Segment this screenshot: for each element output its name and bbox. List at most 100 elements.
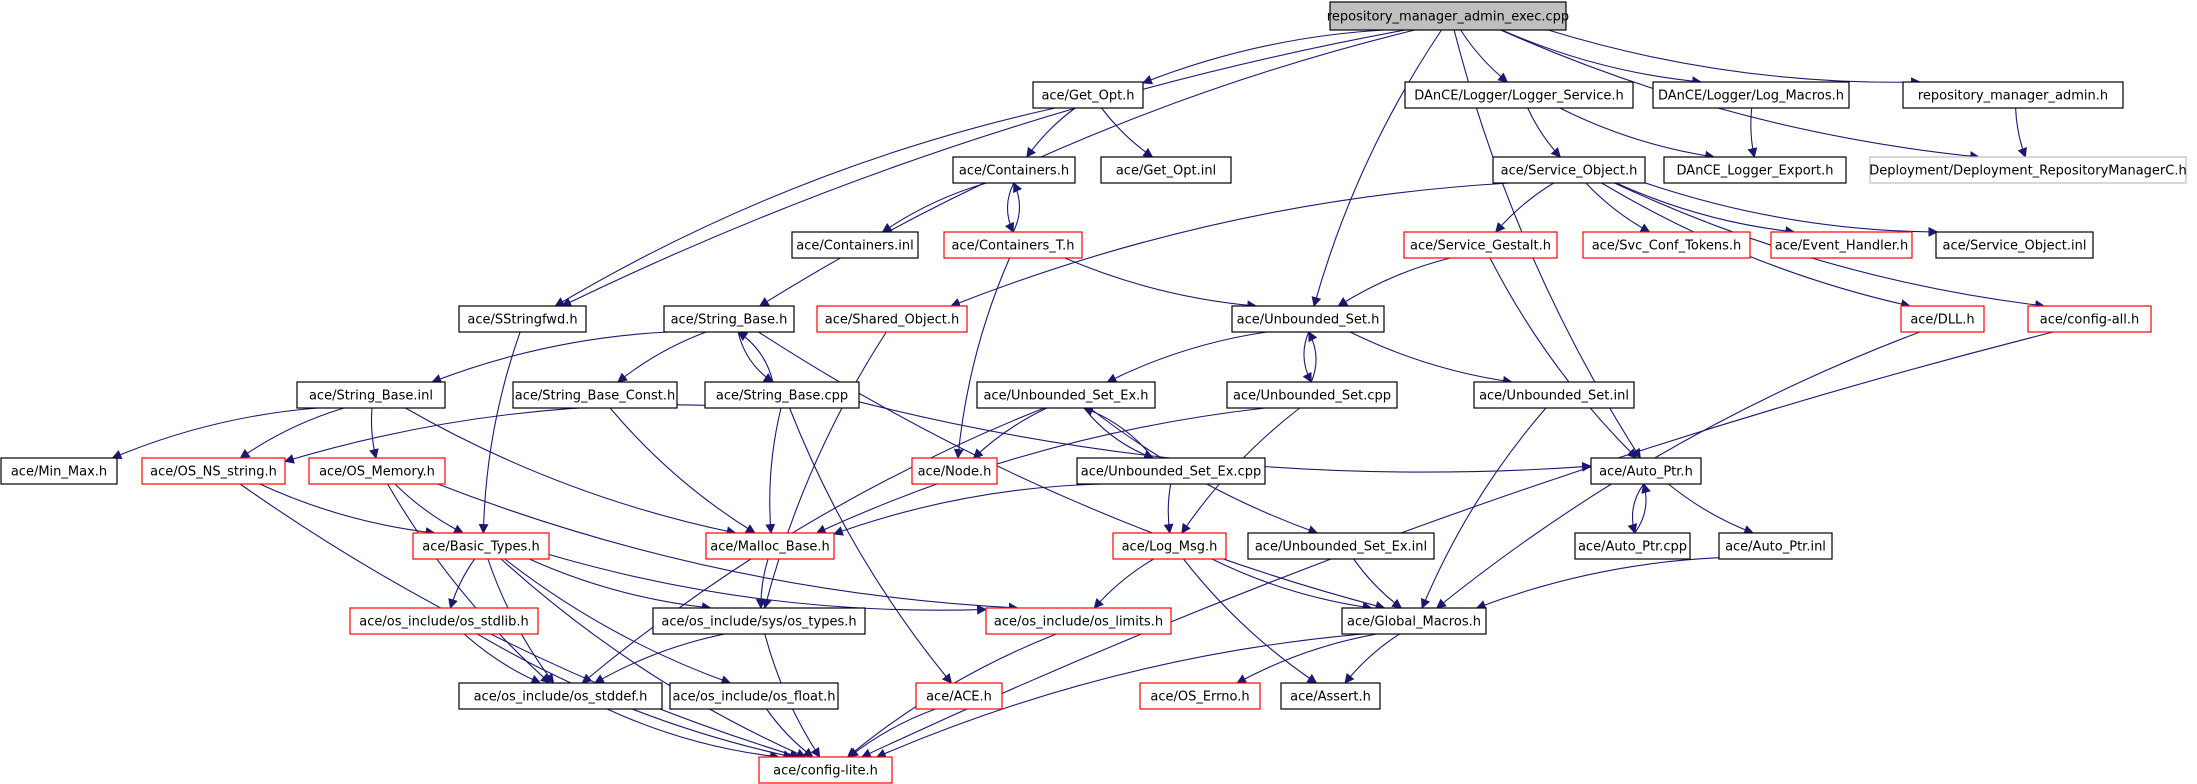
graph-node[interactable]: ace/Unbounded_Set_Ex.cpp [1076, 457, 1266, 485]
edge-n17-to-n23 [617, 331, 707, 383]
graph-node[interactable]: repository_manager_admin_exec.cpp [1327, 1, 1569, 31]
graph-node[interactable]: ace/Unbounded_Set.cpp [1226, 381, 1398, 409]
graph-node[interactable]: ace/Svc_Conf_Tokens.h [1582, 231, 1751, 259]
graph-node[interactable]: ace/Shared_Object.h [816, 305, 968, 333]
edge-n19-to-n25 [1106, 331, 1267, 383]
graph-node[interactable]: ace/Get_Opt.h [1032, 81, 1144, 109]
node-box [1869, 156, 2187, 184]
node-label: repository_manager_admin_exec.cpp [1327, 10, 1569, 25]
graph-node[interactable]: ace/OS_NS_string.h [141, 457, 286, 485]
graph-node[interactable]: ace/Malloc_Base.h [705, 532, 835, 560]
node-box [1404, 81, 1634, 109]
graph-node[interactable]: repository_manager_admin.h [1902, 81, 2124, 109]
graph-node[interactable]: ace/ACE.h [915, 682, 1003, 710]
node-box [1329, 1, 1567, 31]
node-label: ace/os_include/sys/os_types.h [661, 615, 856, 630]
graph-node[interactable]: ace/OS_Errno.h [1139, 682, 1261, 710]
graph-node[interactable]: ace/DLL.h [1900, 305, 1985, 333]
graph-node[interactable]: Deployment/Deployment_RepositoryManagerC… [1869, 156, 2187, 184]
node-label: DAnCE/Logger/Log_Macros.h [1658, 89, 1844, 104]
node-label: ace/Auto_Ptr.h [1599, 465, 1693, 480]
graph-node[interactable]: ace/Containers.h [952, 156, 1076, 184]
graph-node[interactable]: ace/os_include/os_stddef.h [458, 682, 663, 710]
node-label: ace/Event_Handler.h [1775, 239, 1909, 254]
graph-node[interactable]: ace/os_include/os_stdlib.h [349, 607, 539, 635]
node-box [704, 381, 860, 409]
node-label: ace/Auto_Ptr.cpp [1578, 540, 1687, 555]
graph-node[interactable]: ace/Auto_Ptr.h [1590, 457, 1702, 485]
graph-node[interactable]: ace/OS_Memory.h [308, 457, 446, 485]
node-label: ace/config-lite.h [773, 764, 878, 779]
graph-node[interactable]: ace/Get_Opt.inl [1100, 156, 1232, 184]
node-box [412, 532, 550, 560]
edge-n7-to-n14 [1615, 182, 1796, 236]
graph-node[interactable]: ace/Service_Gestalt.h [1403, 231, 1558, 259]
edge-n33-to-n39 [1668, 483, 1755, 535]
graph-node[interactable]: DAnCE/Logger/Logger_Service.h [1404, 81, 1634, 109]
node-box [1770, 231, 1913, 259]
graph-node[interactable]: ace/Unbounded_Set_Ex.h [976, 381, 1156, 409]
graph-node[interactable]: ace/Event_Handler.h [1770, 231, 1913, 259]
graph-node[interactable]: ace/Service_Object.inl [1935, 231, 2094, 259]
graph-node[interactable]: ace/Containers.inl [791, 231, 919, 259]
edge-n39-to-n43 [1475, 557, 1720, 610]
node-label: ace/Svc_Conf_Tokens.h [1592, 239, 1742, 254]
edge-n7-to-n12 [1495, 182, 1554, 233]
graph-node[interactable]: ace/Min_Max.h [0, 457, 118, 485]
graph-node[interactable]: ace/Unbounded_Set.inl [1473, 381, 1635, 409]
graph-node[interactable]: DAnCE_Logger_Export.h [1663, 156, 1847, 184]
graph-node[interactable]: ace/String_Base.cpp [704, 381, 860, 409]
node-box [1582, 231, 1751, 259]
graph-node[interactable]: ace/os_include/os_limits.h [985, 607, 1172, 635]
node-box [1473, 381, 1635, 409]
node-box [669, 682, 839, 710]
edge-n32-to-n35 [833, 483, 1102, 536]
node-label: ace/OS_Errno.h [1150, 690, 1249, 705]
graph-node[interactable]: ace/Unbounded_Set.h [1231, 305, 1385, 333]
node-label: ace/Service_Object.h [1501, 164, 1638, 179]
graph-node[interactable]: ace/Unbounded_Set_Ex.inl [1247, 532, 1435, 560]
node-box [1574, 532, 1691, 560]
edge-n30-to-n42 [437, 483, 1019, 613]
edge-n34-to-n45 [504, 558, 732, 685]
edge-n24-to-n46 [789, 407, 953, 684]
node-label: ace/Global_Macros.h [1347, 615, 1481, 630]
edge-n36-to-n48 [1183, 558, 1318, 684]
graph-node[interactable]: DAnCE/Logger/Log_Macros.h [1652, 81, 1850, 109]
graph-node[interactable]: ace/Service_Object.h [1492, 156, 1646, 184]
node-box [705, 532, 835, 560]
edge-n0-to-n3 [1501, 29, 1703, 87]
graph-node[interactable]: ace/Basic_Types.h [412, 532, 550, 560]
node-box [1663, 156, 1847, 184]
graph-node[interactable]: ace/String_Base_Const.h [512, 381, 678, 409]
graph-node[interactable]: ace/SStringfwd.h [458, 305, 587, 333]
graph-node[interactable]: ace/Log_Msg.h [1112, 532, 1227, 560]
edge-n12-to-n33 [1489, 257, 1638, 459]
graph-node[interactable]: ace/os_include/sys/os_types.h [652, 607, 866, 635]
node-label: ace/Service_Gestalt.h [1410, 239, 1551, 254]
graph-node[interactable]: ace/config-lite.h [758, 756, 893, 784]
graph-node[interactable]: ace/String_Base.h [663, 305, 795, 333]
graph-node[interactable]: ace/Global_Macros.h [1341, 607, 1487, 635]
graph-node[interactable]: ace/Auto_Ptr.cpp [1574, 532, 1691, 560]
graph-node[interactable]: ace/Containers_T.h [943, 231, 1083, 259]
node-label: ace/os_include/os_stddef.h [474, 690, 648, 705]
graph-node[interactable]: ace/Node.h [911, 457, 998, 485]
node-box [1076, 457, 1266, 485]
edge-n17-to-n22 [431, 331, 668, 384]
node-label: ace/ACE.h [926, 690, 992, 705]
node-box [1902, 81, 2124, 109]
edge-n36-to-n42 [1093, 558, 1154, 609]
node-box [952, 156, 1076, 184]
graph-node[interactable]: ace/config-all.h [2027, 305, 2152, 333]
edge-n34-to-n49 [500, 558, 807, 758]
graph-node[interactable]: ace/String_Base.inl [296, 381, 446, 409]
node-label: ace/Get_Opt.h [1041, 89, 1134, 104]
graph-node[interactable]: ace/Assert.h [1280, 682, 1381, 710]
edge-n26-to-n19 [1308, 331, 1318, 383]
edge-n0-to-n4 [1547, 29, 1921, 88]
graph-node[interactable]: ace/Auto_Ptr.inl [1718, 532, 1833, 560]
edge-n30-to-n44 [387, 483, 551, 684]
graph-node[interactable]: ace/os_include/os_float.h [669, 682, 839, 710]
edge-n34-to-n40 [448, 558, 476, 609]
